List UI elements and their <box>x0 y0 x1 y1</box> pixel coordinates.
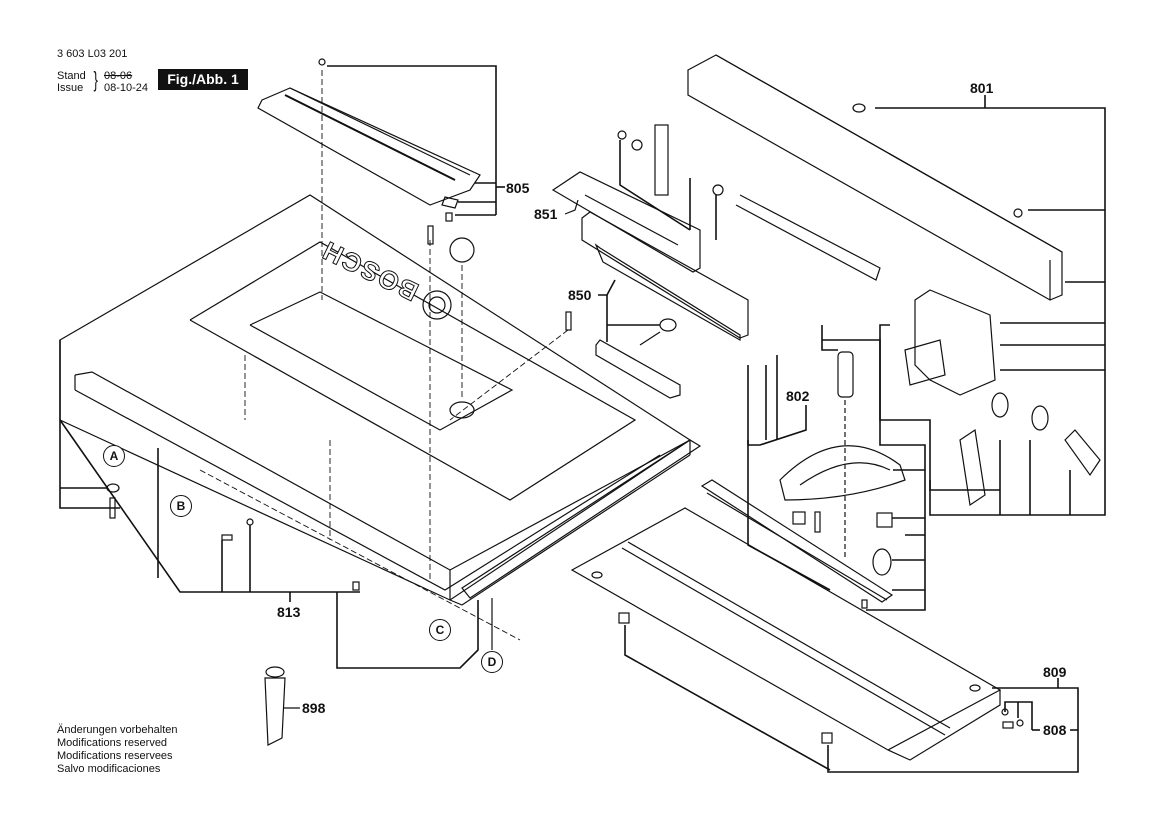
leader-lines-lock <box>879 324 1106 516</box>
brace-symbol: } <box>93 67 98 92</box>
table-fasteners <box>106 225 572 591</box>
extension-table-part <box>570 507 1024 761</box>
date-block: 08-06 08-10-24 <box>104 70 148 94</box>
table-dashed-guides <box>199 70 569 641</box>
miter-gauge-part <box>700 351 906 609</box>
stand-label: Stand <box>57 70 86 82</box>
leader-lines-805 <box>327 65 505 216</box>
leader-line-851 <box>564 199 579 215</box>
reference-marker-d: D <box>481 651 503 673</box>
notice-en: Modifications reserved <box>57 737 168 749</box>
leader-lines-809 <box>624 625 1079 773</box>
leader-lines-850 <box>598 279 660 342</box>
notice-es: Salvo modificaciones <box>57 763 161 775</box>
leader-lines-813 <box>59 340 479 669</box>
part-label-809: 809 <box>1043 664 1067 680</box>
reference-marker-b: B <box>170 495 192 517</box>
notice-de: Änderungen vorbehalten <box>57 724 178 736</box>
fence-clamp-part <box>595 318 681 399</box>
notice-fr: Modifications reservees <box>57 750 173 762</box>
fence-lock-part <box>904 289 1101 507</box>
issue-date: 08-10-24 <box>104 82 149 94</box>
rail-extension-part <box>257 58 481 222</box>
stand-date: 08-06 <box>104 70 133 82</box>
fence-face-part <box>551 171 749 342</box>
grease-tube-part <box>264 666 300 746</box>
rip-fence-part <box>617 54 1063 301</box>
part-label-850: 850 <box>568 287 592 303</box>
part-label-805: 805 <box>506 180 530 196</box>
part-label-851: 851 <box>534 206 558 222</box>
leader-lines-802 <box>747 325 926 611</box>
reference-marker-a: A <box>103 445 125 467</box>
figure-label: Fig./Abb. 1 <box>158 69 248 90</box>
part-label-813: 813 <box>277 604 301 620</box>
reference-marker-c: C <box>429 619 451 641</box>
part-label-808: 808 <box>1043 722 1067 738</box>
trim-strip-part <box>461 439 702 650</box>
part-label-801: 801 <box>970 80 994 96</box>
stand-issue-labels: Stand Issue <box>57 70 86 94</box>
issue-label: Issue <box>57 82 84 94</box>
part-label-898: 898 <box>302 700 326 716</box>
modifications-notice: Änderungen vorbehalten Modifications res… <box>57 724 177 776</box>
part-label-802: 802 <box>786 388 810 404</box>
leader-lines-801 <box>619 95 1106 371</box>
document-number: 3 603 L03 201 <box>57 48 128 60</box>
